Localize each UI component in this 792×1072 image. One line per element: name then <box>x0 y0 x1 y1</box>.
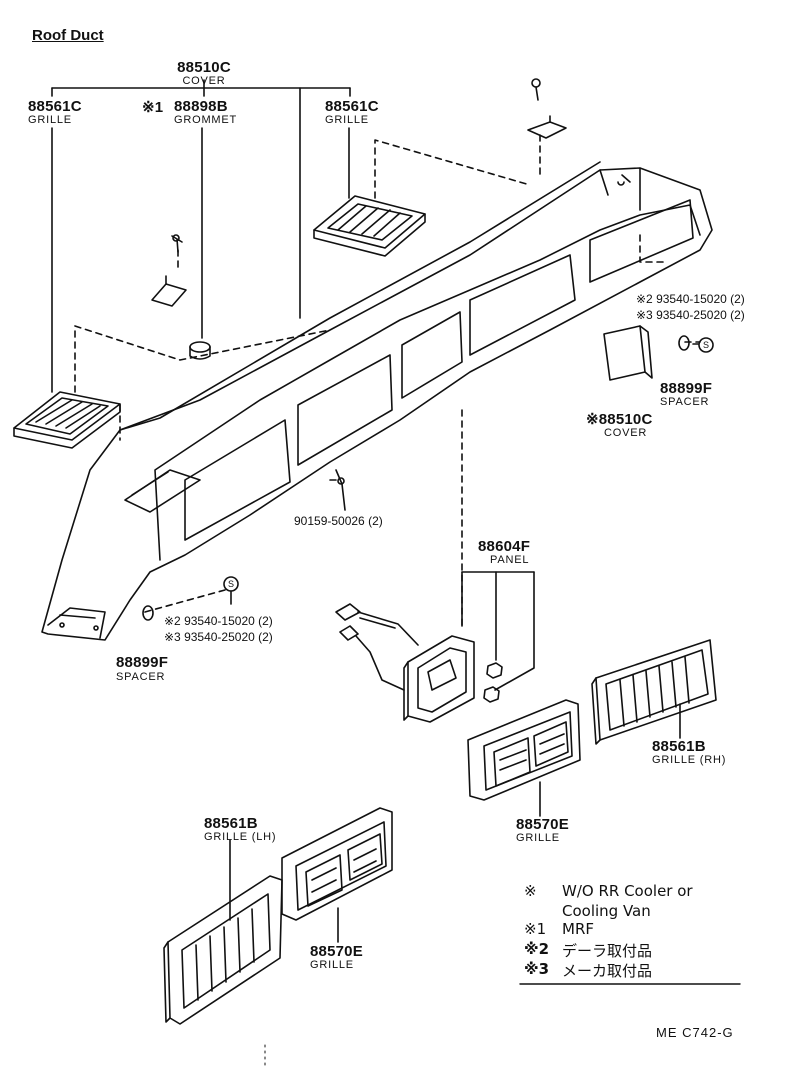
legend-mark-5: ※3 <box>524 960 550 978</box>
legend-mark-1: ※ <box>524 882 537 900</box>
grommet-part <box>189 341 211 360</box>
label-grommet-number: 88898B <box>174 98 228 115</box>
label-grille-rh-number: 88561B <box>652 738 706 755</box>
clip-left <box>151 275 187 307</box>
label-grille-left-name: GRILLE <box>28 114 72 126</box>
assembly-lines <box>74 134 701 626</box>
label-grille-center-name: GRILLE <box>325 114 369 126</box>
roof-duct-body <box>41 161 713 641</box>
panel-leader-bracket <box>461 571 535 691</box>
label-bolt-right-3: ※3 93540-25020 (2) <box>636 308 745 322</box>
label-spacer-left-number: 88899F <box>116 654 169 671</box>
cover-88510c-right <box>603 325 653 381</box>
grille-88561c-left <box>13 391 121 449</box>
label-bolt-left-3: ※3 93540-25020 (2) <box>164 630 273 644</box>
label-grille-570-lower-number: 88570E <box>310 943 363 960</box>
legend-text-1: W/O RR Cooler or <box>562 882 693 900</box>
cover-leader-bracket <box>51 79 351 319</box>
legend-text-5: メーカ取付品 <box>562 962 653 980</box>
label-grille-lh-name: GRILLE (LH) <box>204 831 277 843</box>
grille-88561b-lh <box>163 875 283 1025</box>
label-cover-right-number: ※88510C <box>586 411 653 428</box>
label-cover-name: COVER <box>182 75 226 87</box>
label-grille-left-number: 88561C <box>28 98 82 115</box>
label-screw: 90159-50026 (2) <box>294 514 383 528</box>
label-grille-570-center-number: 88570E <box>516 816 569 833</box>
legend-text-4: デーラ取付品 <box>562 942 653 960</box>
panel-88604f <box>403 635 503 723</box>
label-panel-number: 88604F <box>478 538 531 555</box>
screw-top-right <box>531 78 541 101</box>
label-spacer-left-name: SPACER <box>116 671 166 683</box>
grille-88561c-center <box>313 195 426 257</box>
label-cover-number: 88510C <box>177 59 231 76</box>
legend-mark-3: ※1 <box>524 920 547 938</box>
clip-right <box>527 115 567 139</box>
label-bolt-right-2: ※2 93540-15020 (2) <box>636 292 745 306</box>
label-grille-center-number: 88561C <box>325 98 379 115</box>
diagram-title: Roof Duct <box>32 27 104 44</box>
diagram-code: ME C742-G <box>656 1025 734 1040</box>
grille-88561b-rh <box>591 639 717 745</box>
screw-top-left <box>171 234 183 253</box>
wire-harness <box>335 603 419 691</box>
label-grommet-mark: ※1 <box>142 99 164 116</box>
screw-bottom <box>335 469 346 511</box>
label-panel-name: PANEL <box>490 554 530 566</box>
label-grommet-name: GROMMET <box>174 114 238 126</box>
legend-text-3: MRF <box>562 920 594 938</box>
label-spacer-right-number: 88899F <box>660 380 713 397</box>
label-grille-rh-name: GRILLE (RH) <box>652 754 727 766</box>
grille-88570e-lower <box>281 807 393 921</box>
label-spacer-right-name: SPACER <box>660 396 710 408</box>
spacer-left <box>142 576 239 621</box>
label-grille-570-center-name: GRILLE <box>516 832 560 844</box>
legend-text-2: Cooling Van <box>562 902 651 920</box>
grille-88570e-center <box>467 699 581 801</box>
label-grille-lh-number: 88561B <box>204 815 258 832</box>
spacer-right-s-mark: S <box>703 340 709 350</box>
spacer-left-s-mark: S <box>228 579 234 589</box>
label-grille-570-lower-name: GRILLE <box>310 959 354 971</box>
legend-mark-4: ※2 <box>524 940 550 958</box>
spacer-right <box>678 335 714 353</box>
label-bolt-left-2: ※2 93540-15020 (2) <box>164 614 273 628</box>
label-cover-right-name: COVER <box>604 427 648 439</box>
